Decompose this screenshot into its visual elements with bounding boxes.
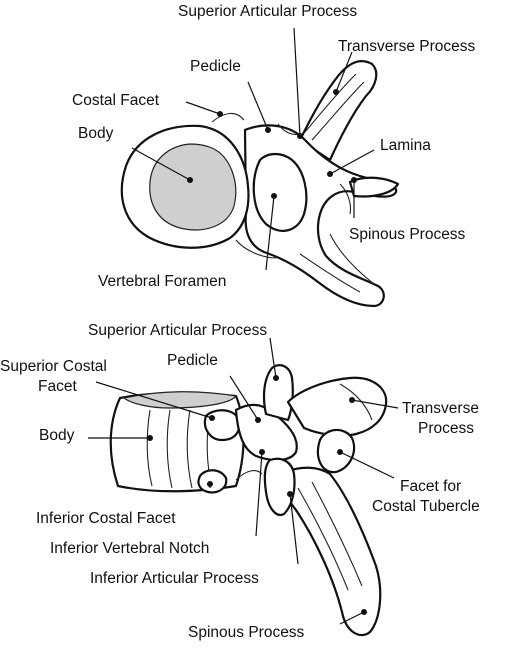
superior-view-body-stipple [149,143,237,231]
label-inferior-costal-facet: Inferior Costal Facet [36,510,176,527]
label-transverse-line2: Process [418,420,474,437]
lateral-view-superior-articular-process [262,364,294,422]
label-facet-tubercle-line2: Costal Tubercle [372,498,480,515]
lateral-view-pedicle [234,403,298,462]
label-inferior-vertebral-notch: Inferior Vertebral Notch [50,540,210,557]
label-pedicle-bottom: Pedicle [167,352,218,369]
label-inferior-articular-process: Inferior Articular Process [90,570,259,587]
label-lamina: Lamina [380,137,431,154]
label-transverse-process-top: Transverse Process [338,38,476,55]
superior-view-leaders [131,27,375,271]
superior-view-vertebral-foramen [252,152,308,232]
label-superior-costal-line1: Superior Costal [0,358,107,375]
label-facet-tubercle-line1: Facet for [400,478,462,495]
lateral-view-inferior-articular-process [263,457,296,516]
superior-view-drawing [120,60,400,308]
label-superior-costal-line2: Facet [38,378,77,395]
lateral-view-spinous-process [283,466,382,637]
lateral-view-superior-costal-facet [203,409,241,442]
label-spinous-process-bottom: Spinous Process [188,624,305,641]
lateral-view-leaders [88,337,399,625]
lateral-view-inferior-costal-facet [197,469,228,494]
label-body-bottom: Body [39,427,75,444]
label-superior-articular-process-top: Superior Articular Process [178,3,358,20]
label-costal-facet: Costal Facet [72,92,160,109]
lateral-view-facet-costal-tubercle [316,428,356,474]
label-superior-articular-process-bottom: Superior Articular Process [88,322,268,339]
superior-view-spinous-process [348,176,400,198]
label-vertebral-foramen: Vertebral Foramen [98,273,227,290]
label-pedicle-top: Pedicle [190,58,241,75]
label-transverse-line1: Transverse [402,400,479,417]
label-spinous-process-top: Spinous Process [349,226,466,243]
lateral-view-transverse-process [286,376,388,437]
label-body-top: Body [78,125,114,142]
